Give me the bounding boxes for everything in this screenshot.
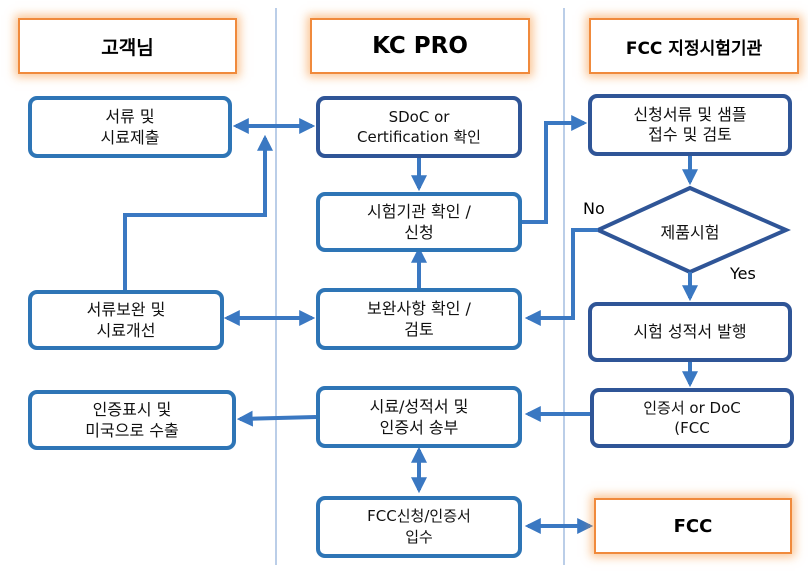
box-receive-review: 신청서류 및 샘플 접수 및 검토 — [588, 94, 792, 156]
box-supplement-line2: 시료개선 — [96, 321, 156, 340]
decision-product-test-label: 제품시험 — [660, 223, 720, 242]
box-review-line2: 검토 — [404, 320, 434, 339]
header-kcpro-text: KC PRO — [372, 33, 468, 59]
box-certificate: 인증서 or DoC (FCC — [590, 388, 794, 448]
decision-no-label: No — [583, 199, 605, 218]
arrow-no-review — [524, 228, 598, 326]
box-submit-documents: 서류 및 시료제출 — [28, 96, 232, 158]
box-confirm-type: SDoC or Certification 확인 — [316, 96, 522, 158]
header-customer: 고객님 — [18, 18, 237, 74]
box-confirm-line1: SDoC or — [388, 108, 450, 126]
box-export-line2: 미국으로 수출 — [85, 421, 179, 440]
box-senddocs-line2: 인증서 송부 — [379, 418, 459, 437]
box-fcc-apply: FCC신청/인증서 입수 — [316, 496, 522, 558]
box-fix-review: 보완사항 확인 / 검토 — [316, 288, 522, 350]
box-submit-line2: 시료제출 — [100, 128, 160, 147]
box-send-documents: 시료/성적서 및 인증서 송부 — [316, 386, 522, 448]
box-supplement: 서류보완 및 시료개선 — [28, 290, 224, 350]
box-lab-apply: 시험기관 확인 / 신청 — [316, 192, 522, 252]
box-certificate-line1: 인증서 or DoC — [643, 399, 741, 417]
box-fccapply-line2: 입수 — [405, 528, 433, 546]
arrow-senddocs-export — [236, 410, 317, 427]
box-review-line1: 보완사항 확인 / — [367, 299, 471, 318]
box-export-line1: 인증표시 및 — [92, 400, 172, 419]
box-fcc-text: FCC — [673, 515, 713, 537]
box-fcc: FCC — [594, 498, 792, 554]
box-export: 인증표시 및 미국으로 수출 — [28, 390, 236, 450]
box-labapply-line2: 신청 — [404, 223, 434, 242]
header-kcpro: KC PRO — [310, 18, 530, 74]
box-submit-line1: 서류 및 — [105, 107, 155, 126]
arrow-supplement-submit — [123, 134, 273, 290]
box-receive-line2: 접수 및 검토 — [648, 125, 732, 144]
box-fccapply-line1: FCC신청/인증서 — [367, 507, 471, 525]
box-supplement-line1: 서류보완 및 — [86, 300, 166, 319]
box-certificate-line2: (FCC — [674, 419, 710, 437]
arrow-labapply-receive — [522, 115, 588, 224]
box-senddocs-line1: 시료/성적서 및 — [369, 397, 469, 416]
box-report-text: 시험 성적서 발행 — [633, 322, 747, 341]
box-confirm-line2: Certification 확인 — [357, 128, 481, 146]
box-test-report: 시험 성적서 발행 — [588, 302, 792, 362]
header-customer-text: 고객님 — [101, 36, 154, 59]
decision-yes-label: Yes — [730, 264, 756, 283]
box-labapply-line1: 시험기관 확인 / — [367, 202, 471, 221]
header-fcc-lab: FCC 지정시험기관 — [589, 18, 799, 74]
box-receive-line1: 신청서류 및 샘플 — [633, 105, 747, 124]
header-fcc-lab-text: FCC 지정시험기관 — [625, 38, 763, 59]
